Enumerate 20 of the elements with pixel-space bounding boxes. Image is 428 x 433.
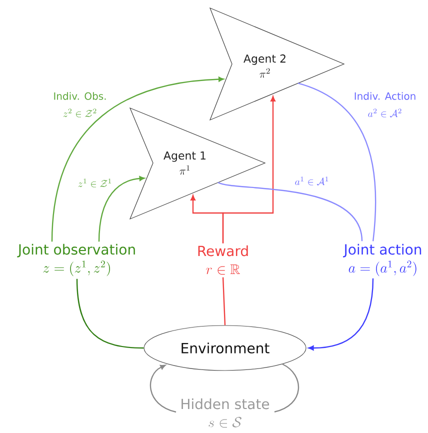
arrow xyxy=(308,278,374,350)
arrow xyxy=(51,76,224,242)
annotation: $z^1 \in \mathcal{Z}^1$ xyxy=(78,178,111,188)
connector-line xyxy=(274,364,299,412)
annotation: Indiv. Action xyxy=(354,92,416,100)
arrow xyxy=(222,96,276,244)
node-label: Joint observation $z = (z^1, z^2)$ xyxy=(17,244,135,276)
annotation: $a^2 \in \mathcal{A}^2$ xyxy=(368,108,402,118)
arrow xyxy=(98,176,145,242)
node-label: Reward $r \in \mathbb{R}$ xyxy=(198,245,248,275)
connector-line xyxy=(218,182,363,242)
connector-line xyxy=(76,278,144,349)
node-label: Joint action $a = (a^1, a^2)$ xyxy=(343,244,422,276)
connector-line xyxy=(298,82,376,242)
connector-line xyxy=(222,277,226,326)
annotation: Indiv. Obs. xyxy=(54,92,106,100)
annotation: $z^2 \in \mathcal{Z}^2$ xyxy=(63,108,96,118)
node-label: Hidden state $s \in \mathcal{S}$ xyxy=(182,398,270,428)
annotation: $a^1 \in \mathcal{A}^1$ xyxy=(295,176,328,186)
arrow xyxy=(150,364,176,413)
